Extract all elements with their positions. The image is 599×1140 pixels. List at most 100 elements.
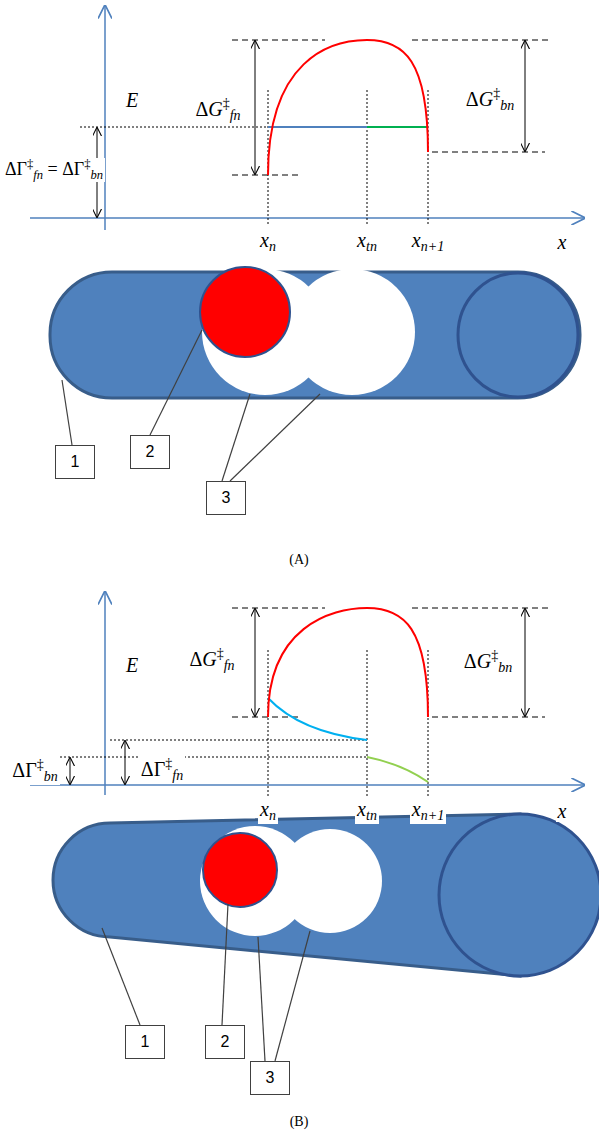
energy-arrow [70, 758, 71, 784]
barrier-curve [268, 608, 428, 717]
backward-level [367, 126, 428, 128]
callout-box: 3 [250, 1061, 290, 1095]
label-text: xn+1 [410, 798, 446, 824]
channel-b [53, 814, 599, 1061]
channel-a [50, 267, 580, 481]
level-lines [232, 608, 548, 717]
callout-number: 3 [222, 489, 231, 507]
energy-arrow [125, 741, 126, 784]
cavity [278, 829, 382, 933]
particle [200, 267, 290, 357]
axis-label: ΔΓ‡fn = ΔΓ‡bn [3, 158, 105, 183]
barrier-curve [268, 40, 428, 175]
label-text: ΔG‡bn [462, 648, 514, 675]
channel-end [439, 814, 599, 976]
guide-lines [80, 90, 428, 226]
guide-line [367, 90, 368, 226]
guide-line [110, 740, 367, 741]
label-text: ΔG‡fn [187, 646, 236, 673]
level-line [412, 40, 548, 41]
axis-label: ΔG‡fn [193, 96, 242, 123]
y-axis [104, 592, 106, 795]
particle [203, 833, 277, 907]
leader-line [102, 928, 140, 1025]
level-line [232, 608, 325, 609]
panel-caption: (A) [287, 552, 310, 567]
axis-label: xn [258, 229, 278, 255]
axis-label: x [556, 231, 569, 253]
callout-box: 2 [205, 1025, 245, 1059]
energy-arrow [525, 41, 526, 151]
axis-label: xn+1 [410, 798, 446, 824]
axis-label: xtn [355, 229, 379, 255]
label-text: xtn [355, 798, 379, 824]
callout-number: 2 [146, 443, 155, 461]
energy-plot-b [30, 592, 584, 797]
backward-curve [367, 757, 428, 782]
x-axis [30, 217, 584, 219]
callout-box: 3 [206, 481, 246, 515]
leader-line [275, 931, 310, 1061]
panel-caption: (B) [288, 1114, 311, 1129]
guide-line [80, 127, 268, 128]
callout-number: 1 [71, 453, 80, 471]
label-text: xn+1 [410, 229, 446, 255]
label-text: ΔΓ‡bn [10, 757, 59, 784]
guide-line [268, 650, 269, 797]
callout-number: 2 [221, 1033, 230, 1051]
axis-label: ΔΓ‡fn [139, 756, 185, 783]
forward-level [268, 126, 367, 128]
axis-label: ΔG‡bn [462, 648, 514, 675]
label-text: xtn [355, 229, 379, 255]
level-line [412, 608, 548, 609]
leader-line [230, 394, 320, 481]
energy-arrow [255, 41, 256, 174]
energy-arrow [255, 609, 256, 716]
axis-label: ΔG‡bn [464, 86, 516, 113]
level-line [432, 717, 545, 718]
leader-lines [62, 330, 320, 481]
label-text: xn [258, 229, 278, 255]
axis-label: ΔΓ‡bn [10, 757, 59, 784]
label-text: (B) [288, 1114, 311, 1129]
label-text: ΔG‡bn [464, 86, 516, 113]
callout-number: 1 [141, 1033, 150, 1051]
guide-line [428, 90, 429, 226]
label-text: x [556, 800, 569, 822]
callout-box: 2 [130, 435, 170, 469]
energy-arrow [525, 609, 526, 716]
leader-lines [102, 904, 310, 1061]
label-text: xn [258, 798, 278, 824]
cavity [289, 269, 415, 395]
level-line [432, 152, 545, 153]
axis-label: ΔG‡fn [187, 646, 236, 673]
axis-label: xn [258, 798, 278, 824]
label-text: ΔG‡fn [193, 96, 242, 123]
leader-line [62, 380, 72, 445]
guide-line [60, 757, 367, 758]
label-text: E [124, 89, 140, 111]
axis-label: x [556, 800, 569, 822]
callout-box: 1 [125, 1025, 165, 1059]
callout-box: 1 [55, 445, 95, 479]
y-axis [104, 6, 106, 230]
x-axis [30, 784, 584, 786]
callout-number: 3 [266, 1069, 275, 1087]
label-text: x [556, 231, 569, 253]
channel-end [458, 273, 578, 397]
axis-label: E [124, 654, 140, 676]
guide-line [367, 650, 368, 797]
guide-line [428, 650, 429, 797]
label-text: ΔΓ‡fn [139, 756, 185, 783]
axis-label: E [124, 89, 140, 111]
label-text: ΔΓ‡fn = ΔΓ‡bn [3, 158, 105, 183]
leader-line [150, 330, 202, 435]
leader-line [222, 904, 228, 1025]
axis-label: xtn [355, 798, 379, 824]
label-text: E [124, 654, 140, 676]
leader-line [258, 937, 265, 1061]
level-line [232, 175, 300, 176]
leader-line [222, 394, 250, 481]
level-lines [232, 40, 548, 175]
